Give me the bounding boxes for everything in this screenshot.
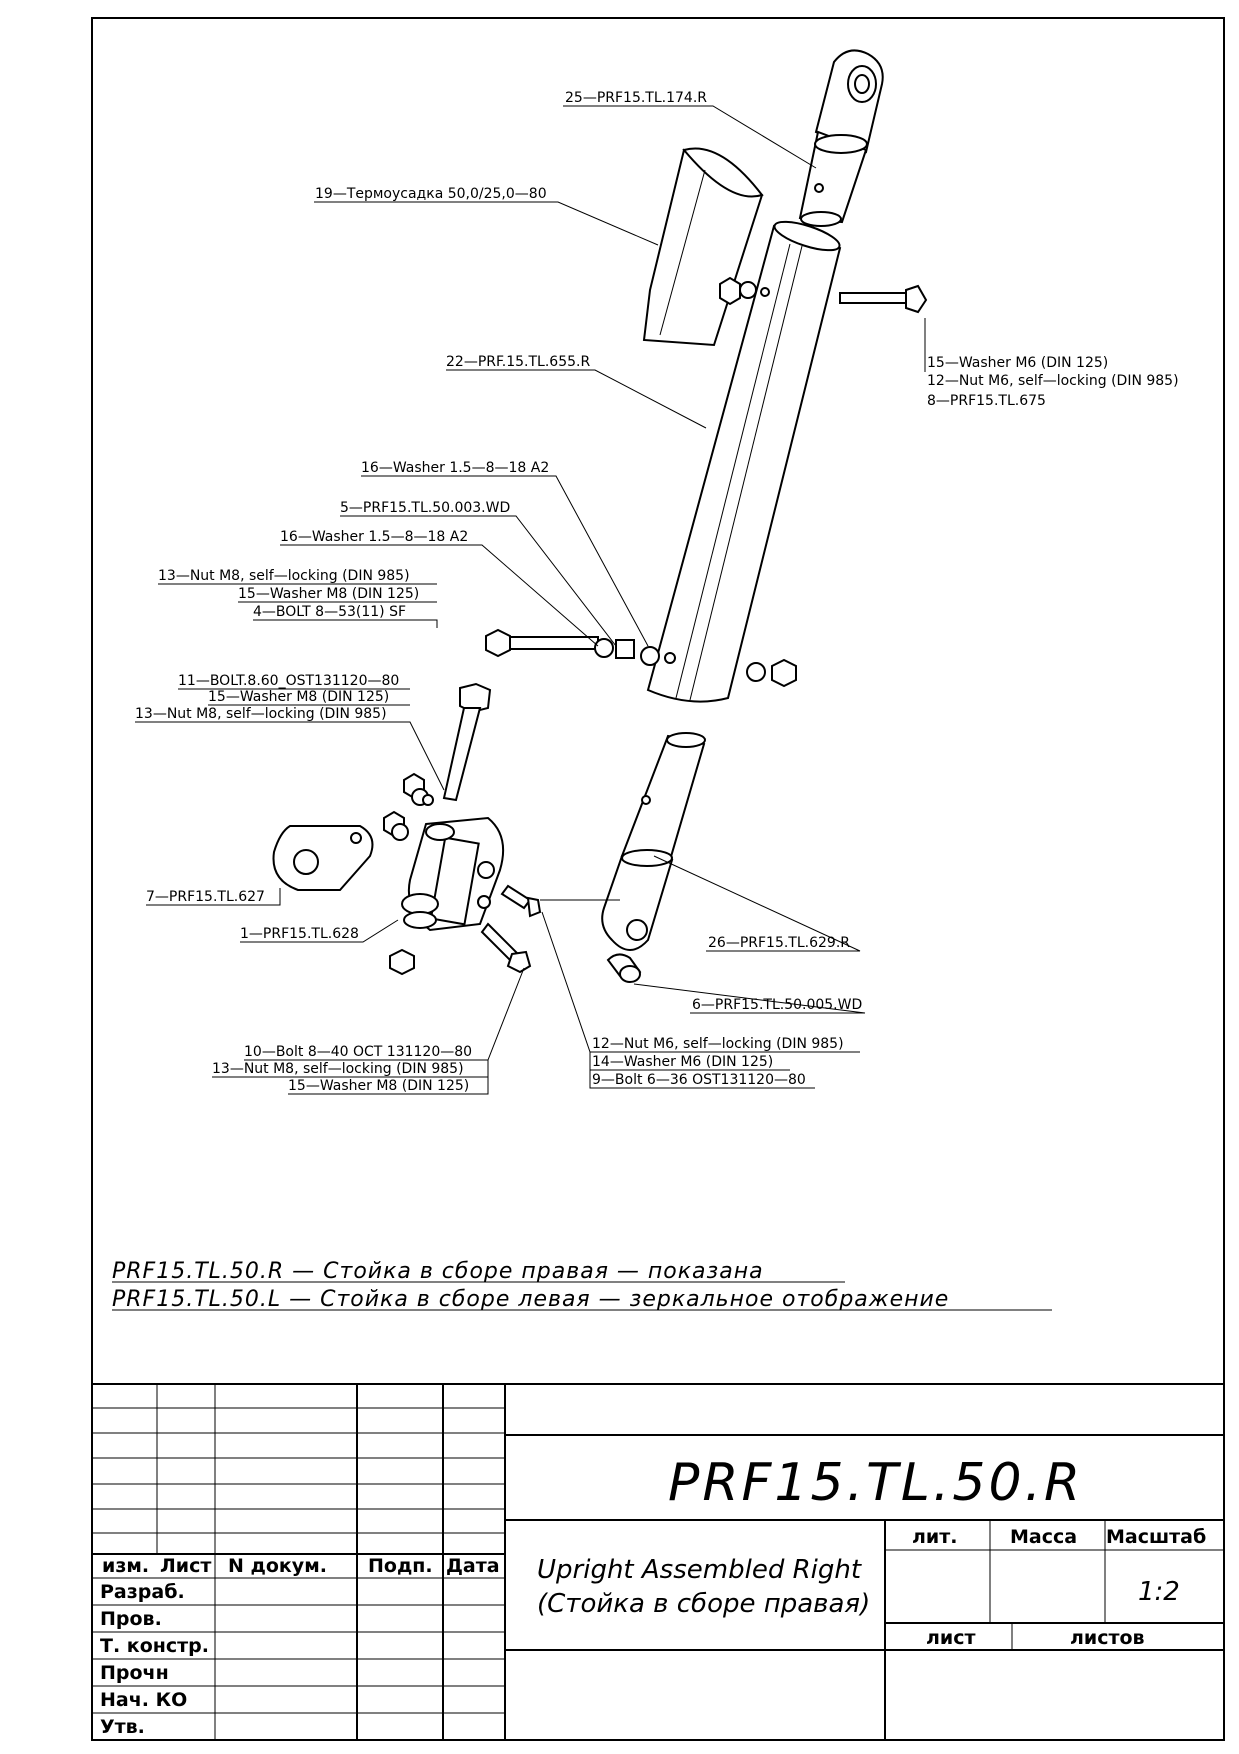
callout-16-washer-a: 16—Washer 1.5—8—18 A2	[361, 460, 549, 476]
row-label-tech-control: Т. констр.	[100, 1635, 209, 1657]
drawing-frame	[91, 17, 1225, 1741]
callout-labels: 25—PRF15.TL.174.R 19—Термоусадка 50,0/25…	[135, 90, 1179, 1094]
part-rod-end-top	[798, 49, 884, 227]
row-label-head-ko: Нач. КО	[100, 1689, 187, 1711]
sheet-label: лист	[926, 1627, 976, 1649]
callout-12-nut-m6-b: 12—Nut M6, self—locking (DIN 985)	[592, 1036, 844, 1052]
part-bolt-m6-upper	[839, 284, 928, 314]
sheets-label: листов	[1070, 1627, 1145, 1649]
row-label-approved: Утв.	[100, 1716, 145, 1738]
callout-15-washer-m6: 15—Washer M6 (DIN 125)	[927, 355, 1108, 371]
callout-13-nut-m8-c: 13—Nut M8, self—locking (DIN 985)	[212, 1061, 464, 1077]
part-bolt-10	[480, 922, 532, 974]
part-bolt-9	[500, 884, 542, 918]
callout-22: 22—PRF.15.TL.655.R	[446, 354, 590, 370]
callout-11-bolt: 11—BOLT.8.60_OST131120—80	[178, 673, 399, 689]
drawing-name-ru: (Стойка в сборе правая)	[537, 1589, 870, 1619]
mass-label: Масса	[1010, 1526, 1077, 1548]
callout-5: 5—PRF15.TL.50.003.WD	[340, 500, 510, 516]
callout-19: 19—Термоусадка 50,0/25,0—80	[315, 186, 547, 202]
callout-13-nut-m8: 13—Nut M8, self—locking (DIN 985)	[158, 568, 410, 584]
callout-7: 7—PRF15.TL.627	[146, 889, 265, 905]
callout-13-nut-m8-b: 13—Nut M8, self—locking (DIN 985)	[135, 706, 387, 722]
col-header-signature: Подп.	[368, 1555, 433, 1577]
drawing-name-en: Upright Assembled Right	[537, 1555, 862, 1585]
callout-8: 8—PRF15.TL.675	[927, 393, 1046, 409]
row-label-checked: Пров.	[100, 1608, 162, 1630]
col-header-change: изм.	[102, 1555, 149, 1577]
assembly-notes: PRF15.TL.50.R — Стойка в сборе правая — …	[112, 1259, 1052, 1312]
callout-9-bolt: 9—Bolt 6—36 OST131120—80	[592, 1072, 806, 1088]
drawing-designation: PRF15.TL.50.R	[668, 1453, 1083, 1513]
callout-14-washer-m6: 14—Washer M6 (DIN 125)	[592, 1054, 773, 1070]
callout-10-bolt: 10—Bolt 8—40 OCT 131120—80	[244, 1044, 472, 1060]
lit-label: лит.	[912, 1526, 957, 1548]
leader-lines	[135, 105, 926, 1095]
row-label-strength: Прочн	[100, 1662, 169, 1684]
col-header-date: Дата	[446, 1555, 500, 1577]
callout-4-bolt: 4—BOLT 8—53(11) SF	[253, 604, 406, 620]
callout-16-washer-b: 16—Washer 1.5—8—18 A2	[280, 529, 468, 545]
note-right-shown: PRF15.TL.50.R — Стойка в сборе правая — …	[112, 1259, 764, 1284]
row-label-developer: Разраб.	[100, 1581, 185, 1603]
scale-label: Масштаб	[1106, 1526, 1206, 1548]
part-lower-tube-clevis	[601, 732, 706, 983]
title-block: PRF15.TL.50.R Upright Assembled Right (С…	[92, 1383, 1224, 1740]
part-main-tube	[646, 220, 842, 703]
callout-15-washer-m8-b: 15—Washer M8 (DIN 125)	[208, 689, 389, 705]
note-left-mirror: PRF15.TL.50.L — Стойка в сборе левая — з…	[112, 1287, 949, 1312]
parts-illustration	[272, 49, 928, 983]
callout-12-nut-m6: 12—Nut M6, self—locking (DIN 985)	[927, 373, 1179, 389]
callout-1: 1—PRF15.TL.628	[240, 926, 359, 942]
part-bolt-vertical	[442, 682, 492, 802]
col-header-sheet: Лист	[160, 1555, 211, 1577]
part-small-hardware	[383, 772, 434, 976]
part-bolt-long	[485, 628, 797, 688]
part-plate-7	[272, 825, 374, 891]
callout-25: 25—PRF15.TL.174.R	[565, 90, 707, 106]
scale-value: 1:2	[1138, 1577, 1180, 1607]
part-bracket-1	[401, 816, 504, 932]
callout-15-washer-m8: 15—Washer M8 (DIN 125)	[238, 586, 419, 602]
col-header-doc-number: N докум.	[228, 1555, 327, 1577]
callout-15-washer-m8-c: 15—Washer M8 (DIN 125)	[288, 1078, 469, 1094]
part-nut-washer-upper	[719, 276, 770, 306]
part-heat-shrink-sleeve	[642, 147, 764, 347]
callout-26: 26—PRF15.TL.629.R	[708, 935, 850, 951]
callout-6: 6—PRF15.TL.50.005.WD	[692, 997, 862, 1013]
